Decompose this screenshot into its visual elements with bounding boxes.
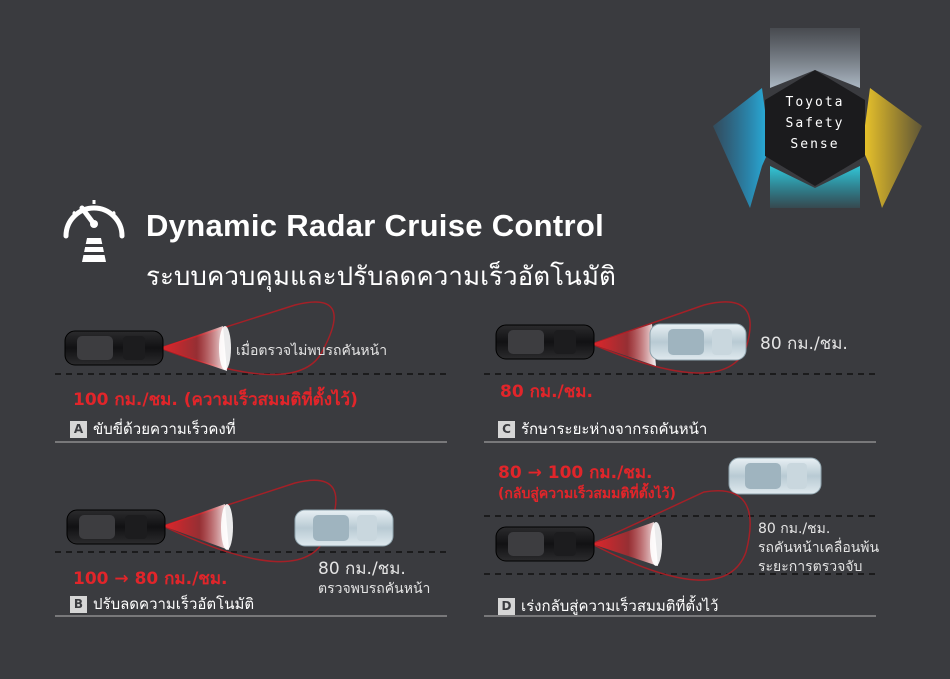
- panel-d-caption: D เร่งกลับสู่ความเร็วสมมติที่ตั้งไว้: [498, 594, 718, 618]
- front-car: [294, 509, 394, 547]
- page-subtitle: ระบบควบคุมและปรับลดความเร็วอัตโนมัติ: [146, 262, 616, 292]
- radar-range-outline: [590, 490, 751, 581]
- panel-b-scene: [55, 479, 447, 617]
- cruise-control-icon: [63, 200, 125, 262]
- own-car: [495, 324, 595, 360]
- panel-d-front-note2: ระยะการตรวจจับ: [758, 559, 863, 575]
- radar-beam: [592, 522, 658, 566]
- panel-c-caption: C รักษาระยะห่างจากรถคันหน้า: [498, 417, 707, 441]
- own-car: [495, 526, 595, 562]
- radar-beam: [160, 326, 227, 371]
- panel-a-badge: A: [70, 421, 87, 438]
- toyota-safety-sense-logo: [713, 28, 922, 208]
- panel-b-badge: B: [70, 596, 87, 613]
- own-car: [66, 509, 166, 545]
- panel-c-front-speed: 80 กม./ชม.: [760, 334, 848, 354]
- page-title: Dynamic Radar Cruise Control: [146, 208, 605, 243]
- panel-d-badge: D: [498, 598, 515, 615]
- panel-d-speed-line1: 80 → 100 กม./ชม.: [498, 463, 653, 483]
- panel-b-caption-text: ปรับลดความเร็วอัตโนมัติ: [93, 595, 255, 613]
- panel-a-scene: [55, 301, 447, 443]
- panel-d-caption-text: เร่งกลับสู่ความเร็วสมมติที่ตั้งไว้: [521, 597, 719, 615]
- panel-d-scene: [484, 457, 876, 617]
- panel-c-caption-text: รักษาระยะห่างจากรถคันหน้า: [521, 420, 708, 438]
- panel-b-front-note: ตรวจพบรถคันหน้า: [318, 581, 431, 597]
- radar-beam: [163, 504, 229, 550]
- panel-b-front-speed: 80 กม./ชม.: [318, 559, 406, 579]
- panel-a-caption: A ขับขี่ด้วยความเร็วคงที่: [70, 417, 236, 441]
- radar-beam: [592, 324, 656, 366]
- logo-line-sense: Sense: [790, 137, 840, 152]
- panel-c-scene: [484, 301, 876, 443]
- own-car: [64, 330, 164, 366]
- front-car: [649, 323, 747, 361]
- logo-text: Toyota Safety Sense: [760, 92, 870, 155]
- panel-c-speed-text: 80 กม./ชม.: [500, 382, 593, 402]
- logo-line-toyota: Toyota: [785, 95, 845, 110]
- panel-b-caption: B ปรับลดความเร็วอัตโนมัติ: [70, 592, 254, 616]
- panel-d-speed-line2: (กลับสู่ความเร็วสมมติที่ตั้งไว้): [498, 486, 676, 502]
- panel-b-speed-text: 100 → 80 กม./ชม.: [73, 569, 228, 589]
- panel-d-front-note1: รถคันหน้าเคลื่อนพ้น: [758, 540, 880, 556]
- radar-range-outline: [157, 301, 335, 376]
- panel-d-front-speed: 80 กม./ชม.: [758, 521, 831, 537]
- panel-a-caption-text: ขับขี่ด้วยความเร็วคงที่: [93, 420, 236, 438]
- panel-c-badge: C: [498, 421, 515, 438]
- front-car: [728, 457, 822, 495]
- panel-a-radar-text: เมื่อตรวจไม่พบรถคันหน้า: [236, 343, 388, 359]
- logo-line-safety: Safety: [785, 116, 845, 131]
- panel-a-speed-text: 100 กม./ชม. (ความเร็วสมมติที่ตั้งไว้): [73, 390, 358, 410]
